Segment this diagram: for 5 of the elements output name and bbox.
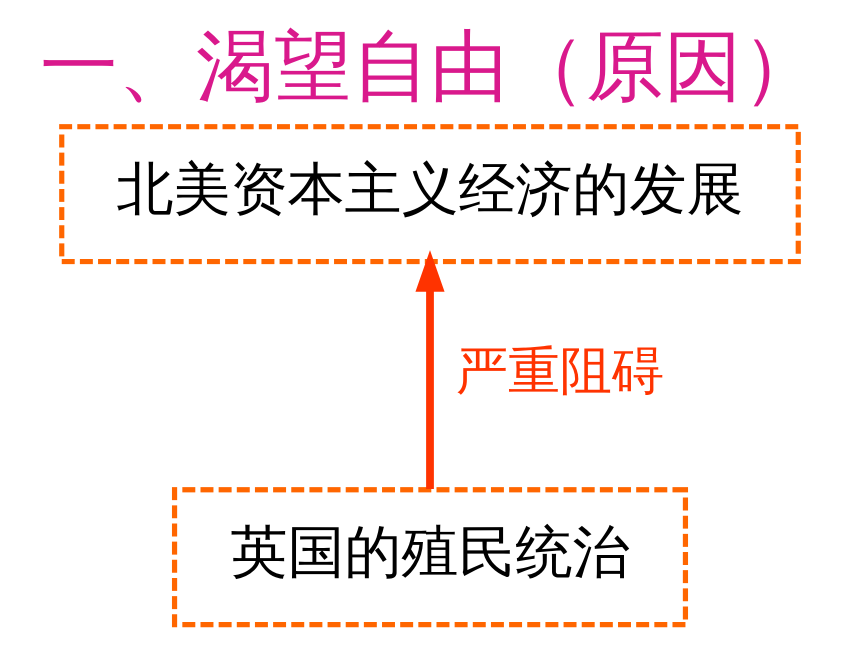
node-box: 北美资本主义经济的发展 [59, 124, 801, 264]
node-box: 英国的殖民统治 [172, 487, 688, 628]
edge-label: 严重阻碍 [456, 342, 664, 402]
diagram-title: 一、渴望自由（原因） [40, 22, 820, 112]
arrow [415, 250, 445, 489]
